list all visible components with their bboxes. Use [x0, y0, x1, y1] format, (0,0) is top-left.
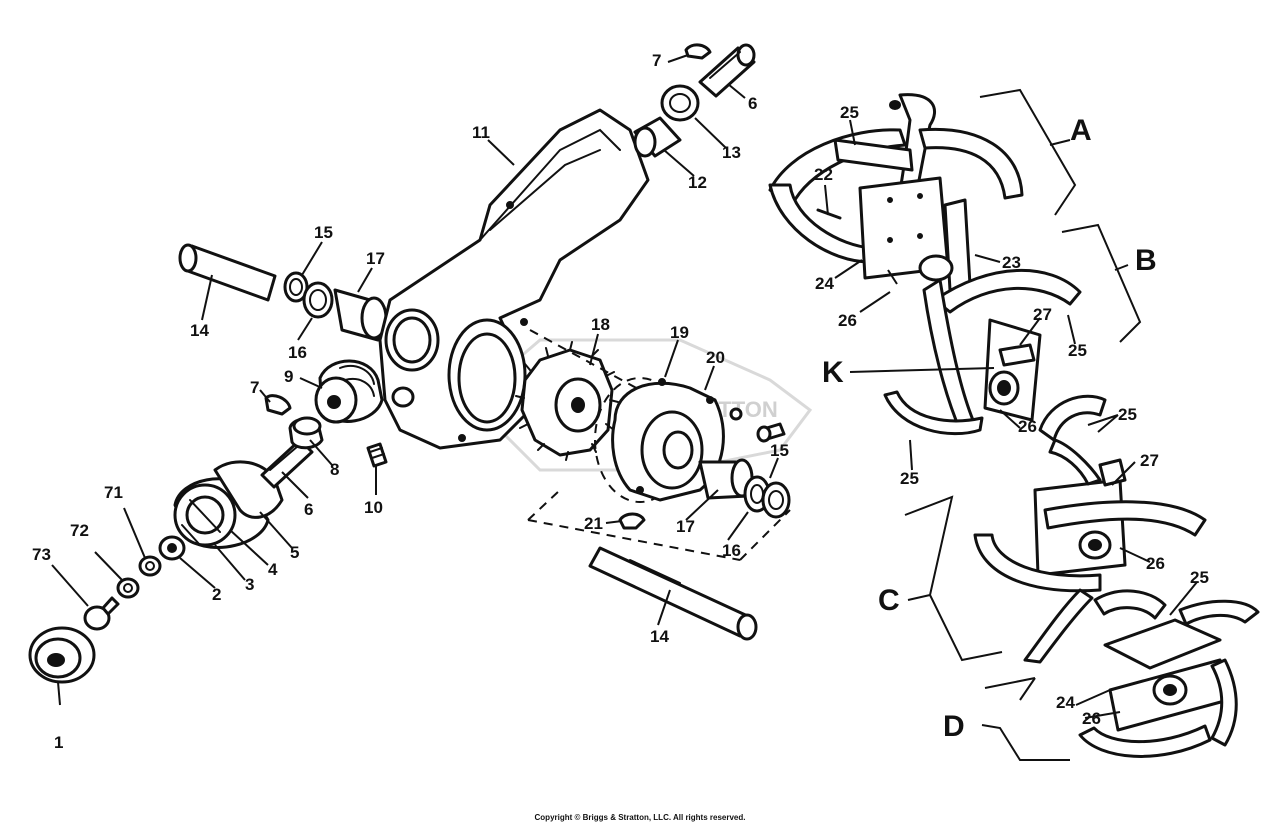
- leader-lines: [51, 54, 1198, 719]
- label-16-right: 16: [722, 541, 741, 560]
- label-21: 21: [584, 514, 603, 533]
- part-16-bearing-left: [302, 281, 334, 319]
- label-26-d: 26: [1082, 709, 1101, 728]
- part-12-bushing-top: [633, 116, 682, 158]
- part-7-key-top: [684, 43, 712, 60]
- label-15-right: 15: [770, 441, 789, 460]
- label-25-a: 25: [840, 103, 859, 122]
- label-6-top: 6: [748, 94, 757, 113]
- label-6-lower: 6: [304, 500, 313, 519]
- label-10: 10: [364, 498, 383, 517]
- label-1: 1: [54, 733, 63, 752]
- label-25-b: 25: [1068, 341, 1087, 360]
- part-7-key-lower: [264, 394, 292, 416]
- tine-group-d: [1078, 589, 1260, 758]
- label-13: 13: [722, 143, 741, 162]
- part-13-bearing-top: [660, 84, 700, 122]
- part-cover-screw: [729, 407, 786, 443]
- part-8-bushing: [288, 416, 324, 450]
- label-14-right: 14: [650, 627, 669, 646]
- group-label-k: K: [822, 356, 844, 389]
- assembly-dashed-lines: [527, 329, 791, 561]
- label-27-b: 27: [1033, 305, 1052, 324]
- label-5: 5: [290, 543, 299, 562]
- part-1-cap: [28, 626, 96, 684]
- group-label-b: B: [1135, 244, 1157, 277]
- part-9-worm-gear: [314, 359, 384, 424]
- label-71: 71: [104, 483, 123, 502]
- label-12: 12: [688, 173, 707, 192]
- part-21-key: [618, 512, 646, 530]
- label-24-d: 24: [1056, 693, 1075, 712]
- label-26-b: 26: [1018, 417, 1037, 436]
- copyright-notice: Copyright © Briggs & Stratton, LLC. All …: [534, 813, 746, 822]
- bracket-a: [979, 88, 1077, 216]
- group-label-c: C: [878, 584, 900, 617]
- group-label-d: D: [943, 710, 965, 743]
- tine-group-b: [883, 269, 1082, 436]
- bracket-b: [1061, 223, 1142, 343]
- part-11-gear-housing: [378, 108, 650, 450]
- part-2-washer: [158, 535, 186, 561]
- bracket-c: [904, 495, 1003, 662]
- group-label-a: A: [1070, 114, 1092, 147]
- part-73-bolt: [83, 596, 120, 631]
- part-17-bushing-left: [333, 288, 388, 342]
- label-16-left: 16: [288, 343, 307, 362]
- label-22: 22: [814, 165, 833, 184]
- group-labels: A B C D K: [822, 114, 1157, 743]
- label-9: 9: [284, 367, 293, 386]
- part-72-lock-washer: [116, 577, 140, 599]
- label-23: 23: [1002, 253, 1021, 272]
- label-3: 3: [245, 575, 254, 594]
- label-25-d: 25: [1190, 568, 1209, 587]
- tine-group-a: [768, 93, 1024, 292]
- part-15-seal-left: [283, 271, 309, 303]
- part-20-side-cover: [611, 378, 725, 502]
- part-15-seal-right: [761, 481, 791, 519]
- label-7-top: 7: [652, 51, 661, 70]
- bracket-d: [981, 677, 1070, 761]
- part-18-spur-gear: [515, 341, 619, 461]
- label-19: 19: [670, 323, 689, 342]
- label-25-left: 25: [900, 469, 919, 488]
- label-7-lower: 7: [250, 378, 259, 397]
- label-24-a: 24: [815, 274, 834, 293]
- label-26-c: 26: [1146, 554, 1165, 573]
- label-2: 2: [212, 585, 221, 604]
- label-73: 73: [32, 545, 51, 564]
- label-18: 18: [591, 315, 610, 334]
- label-17-right: 17: [676, 517, 695, 536]
- part-6-shaft-top: [698, 43, 756, 98]
- label-25-mid: 25: [1118, 405, 1137, 424]
- label-15-left: 15: [314, 223, 333, 242]
- part-14-shaft-right: [588, 546, 758, 641]
- part-14-shaft-left: [178, 243, 277, 302]
- part-3-4-5-hub-assembly: [173, 460, 284, 549]
- label-11: 11: [472, 123, 490, 142]
- tine-group-c: [973, 394, 1207, 664]
- label-14-left: 14: [190, 321, 209, 340]
- label-27-c: 27: [1140, 451, 1159, 470]
- label-72: 72: [70, 521, 89, 540]
- part-labels: 1 2 3 4 5 6 6 7 7 8 9 10 11 12 13 14 14 …: [32, 51, 1209, 752]
- part-10-set-screw: [366, 442, 388, 468]
- label-4: 4: [268, 560, 278, 579]
- part-71-washer: [138, 555, 162, 577]
- label-26-a: 26: [838, 311, 857, 330]
- label-20: 20: [706, 348, 725, 367]
- label-17-left: 17: [366, 249, 385, 268]
- label-8: 8: [330, 460, 339, 479]
